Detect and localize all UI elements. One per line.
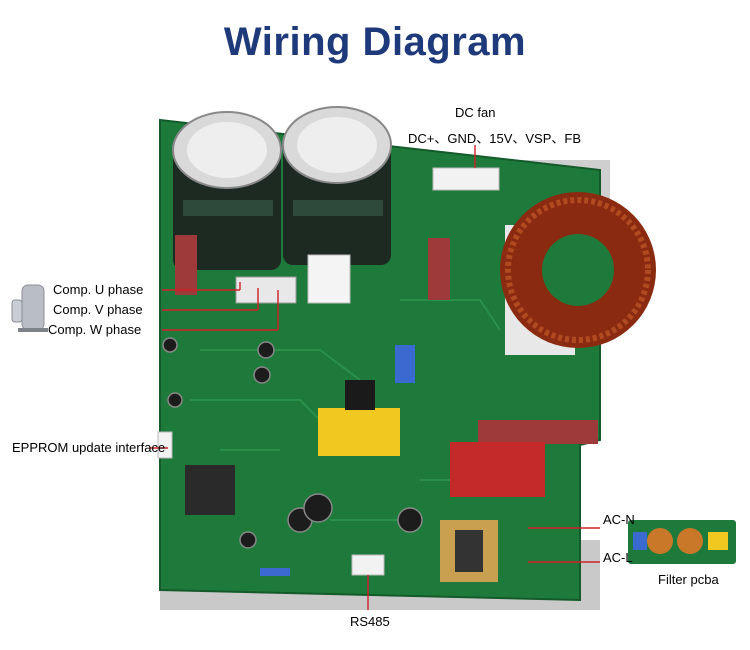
comp-v-phase-label: Comp. V phase — [53, 302, 143, 317]
inductor-icon — [500, 192, 656, 355]
epprom-connector — [157, 431, 173, 459]
capacitor-icon — [282, 106, 392, 265]
rs485-connector — [351, 554, 385, 576]
leader-lines — [150, 145, 600, 610]
film-capacitor — [175, 235, 197, 295]
filter-pcba-image — [628, 520, 736, 564]
filter-pcba-label: Filter pcba — [658, 572, 719, 587]
page-title: Wiring Diagram — [223, 20, 527, 64]
capacitor-icon — [172, 111, 282, 270]
comp-u-phase-label: Comp. U phase — [53, 282, 144, 297]
epprom-update-label: EPPROM update interface — [12, 440, 166, 455]
ac-n-label: AC-N — [603, 512, 635, 527]
dc-fan-label: DC fan — [455, 105, 496, 120]
comp-w-phase-label: Comp. W phase — [48, 322, 142, 337]
fan-connector — [432, 167, 500, 191]
rs485-label: RS485 — [350, 614, 390, 629]
relay — [450, 442, 545, 497]
transformer — [318, 408, 400, 456]
ac-l-label: AC-L — [603, 550, 633, 565]
mcu-chip — [185, 465, 235, 515]
compressor-icon — [11, 284, 48, 332]
dc-fan-pins-label: DC+、GND、15V、VSP、FB — [408, 131, 582, 146]
